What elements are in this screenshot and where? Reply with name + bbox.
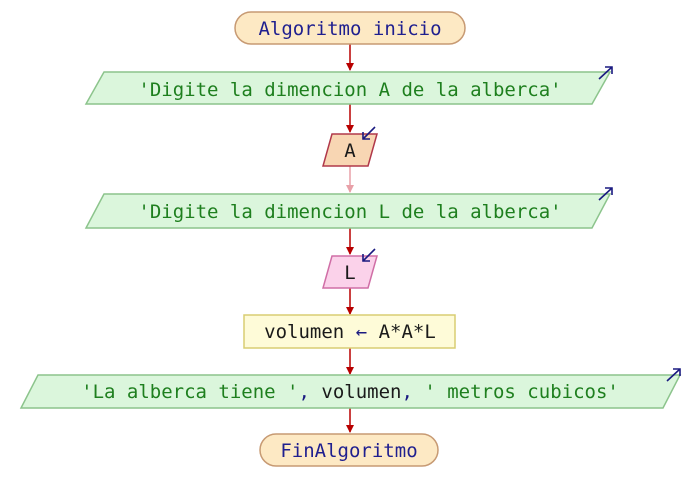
output-dimension-l-shape: [84, 193, 612, 229]
assignment-process-shape: [243, 314, 456, 349]
output-dimension-a: 'Digite la dimencion A de la alberca': [84, 66, 613, 105]
assignment-process: volumen ← A*A*L: [243, 314, 456, 349]
input-variable-a-label: A: [344, 140, 356, 162]
output-result: 'La alberca tiene ', volumen, ' metros c…: [19, 368, 682, 409]
output-result-separator-2: ,: [401, 381, 412, 403]
input-variable-l-shape: [322, 255, 378, 289]
input-arrow-icon: [362, 126, 376, 140]
output-result-string-1: 'La alberca tiene ': [81, 381, 298, 403]
output-result-text: 'La alberca tiene ', volumen, ' metros c…: [81, 381, 619, 403]
output-result-variable: volumen: [310, 381, 402, 403]
input-variable-l: L: [322, 248, 378, 289]
output-arrow-icon: [598, 66, 613, 80]
output-result-shape: [19, 374, 682, 409]
output-arrow-icon: [598, 187, 613, 201]
assignment-target: volumen: [264, 321, 344, 343]
assignment-statement: volumen ← A*A*L: [264, 321, 436, 343]
start-terminal: Algoritmo inicio: [234, 11, 466, 45]
output-dimension-a-shape: [84, 71, 612, 105]
assignment-expression: A*A*L: [379, 321, 436, 343]
output-dimension-a-text: 'Digite la dimencion A de la alberca': [138, 79, 561, 101]
output-result-string-2: ' metros cubicos': [413, 381, 619, 403]
output-arrow-icon: [666, 368, 681, 382]
output-dimension-l: 'Digite la dimencion L de la alberca': [84, 187, 613, 229]
end-terminal-label: FinAlgoritmo: [280, 440, 417, 462]
start-terminal-label: Algoritmo inicio: [258, 18, 441, 40]
output-dimension-l-text: 'Digite la dimencion L de la alberca': [138, 201, 561, 223]
end-terminal-shape: [259, 433, 439, 467]
assignment-arrow: ←: [356, 321, 367, 343]
input-arrow-icon: [362, 248, 376, 262]
input-variable-l-label: L: [344, 262, 355, 284]
input-variable-a-shape: [322, 133, 378, 167]
start-terminal-shape: [234, 11, 466, 45]
end-terminal: FinAlgoritmo: [259, 433, 439, 467]
output-result-separator-1: ,: [299, 381, 310, 403]
input-variable-a: A: [322, 126, 378, 167]
